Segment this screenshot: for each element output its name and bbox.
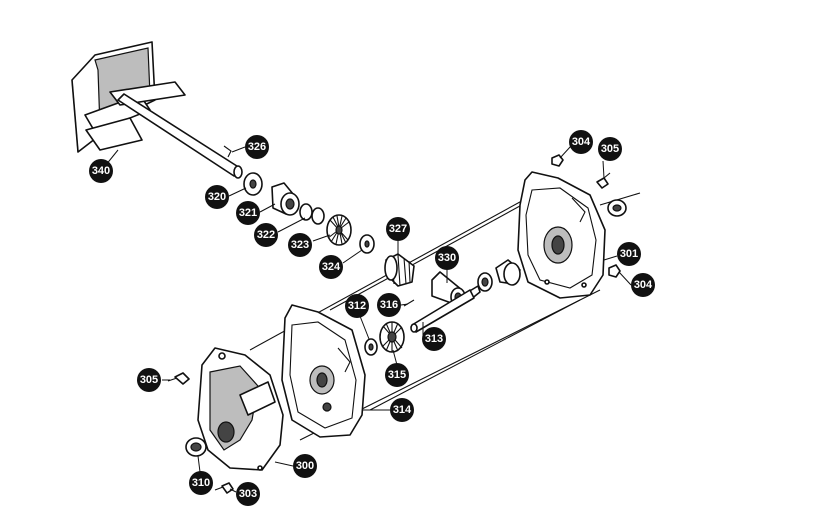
callout-327: 327 [386,217,410,241]
part-315-gear [379,321,405,353]
part-305-bolt-top [596,172,611,189]
part-seal-right [607,199,627,217]
callout-label: 301 [620,248,638,260]
callout-label: 313 [425,333,443,345]
callout-label: 321 [239,207,257,219]
callout-label: 327 [389,223,407,235]
callout-314: 314 [390,398,414,422]
callout-305-top: 305 [598,137,622,161]
part-321-bushing [271,182,300,216]
callout-316: 316 [377,293,401,317]
callout-303: 303 [236,482,260,506]
part-304-nut-bottom [608,264,621,278]
callout-322: 322 [254,223,278,247]
part-320-washer [243,172,263,196]
callout-300: 300 [293,454,317,478]
callout-313: 313 [422,327,446,351]
callout-321: 321 [236,201,260,225]
part-340-shaft-bracket [71,41,243,179]
callout-label: 323 [291,239,309,251]
part-305-bolt-left [167,372,190,385]
callout-label: 300 [296,460,314,472]
callout-301: 301 [617,242,641,266]
part-327-gear [384,253,415,287]
callout-label: 320 [208,191,226,203]
part-323-bevel-gear [326,214,352,246]
callout-330: 330 [435,246,459,270]
callout-label: 304 [572,136,591,148]
callout-label: 316 [380,299,398,311]
callout-label: 330 [438,252,456,264]
part-314-gasket [281,304,366,438]
callout-label: 324 [322,261,341,273]
callout-326: 326 [245,135,269,159]
callout-310: 310 [189,471,213,495]
callout-324: 324 [319,255,343,279]
callout-label: 303 [239,488,257,500]
part-310-seal [185,437,207,457]
callout-label: 322 [257,229,275,241]
callout-323: 323 [288,233,312,257]
part-bushing-and-washer [477,259,521,292]
callout-label: 315 [388,369,406,381]
part-322-washer [299,203,325,225]
part-312-washer [364,338,378,356]
part-313-shaft [410,289,475,333]
part-326-cotter-pin [223,145,232,158]
callout-label: 312 [348,300,366,312]
callout-340: 340 [89,159,113,183]
callout-label: 305 [140,374,158,386]
part-303-screw [214,482,234,494]
callout-304-bottom: 304 [631,273,655,297]
part-301-gear-case-right [517,171,606,299]
part-324-washer [359,234,375,254]
callout-label: 305 [601,143,619,155]
callout-315: 315 [385,363,409,387]
callout-label: 304 [634,279,653,291]
part-316-key [403,299,415,307]
callout-label: 326 [248,141,266,153]
callout-304-top: 304 [569,130,593,154]
callout-label: 340 [92,165,110,177]
part-300-gear-case-left [197,347,284,471]
callout-312: 312 [345,294,369,318]
callout-305-left: 305 [137,368,161,392]
callout-320: 320 [205,185,229,209]
callout-label: 310 [192,477,210,489]
callout-label: 314 [393,404,412,416]
